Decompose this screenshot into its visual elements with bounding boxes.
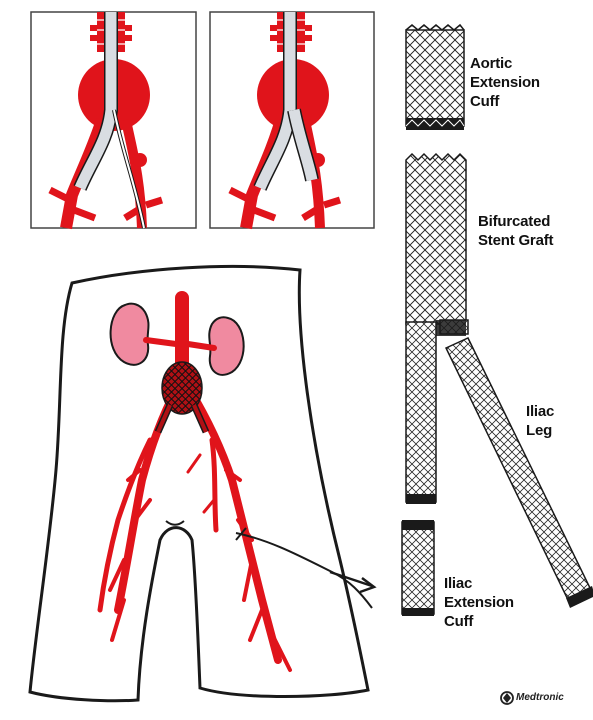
aneurysm-inset-before [31,12,196,228]
aneurysm-inset-after [210,12,374,228]
label-iliac-extension-cuff: Iliac Extension Cuff [444,574,514,631]
label-iliac-leg: Iliac Leg [526,402,554,440]
kidney-left [111,304,149,365]
iliac-extension-cuff [402,520,434,616]
label-bifurcated-stent-graft: Bifurcated Stent Graft [478,212,553,250]
label-aortic-extension-cuff: Aortic Extension Cuff [470,54,540,111]
aortic-extension-cuff [406,25,464,130]
body-illustration [30,266,368,700]
iliac-leg [446,338,593,608]
bifurcated-stent-graft [406,154,468,504]
brand-name: Medtronic [516,692,564,703]
medtronic-logo [501,692,513,704]
